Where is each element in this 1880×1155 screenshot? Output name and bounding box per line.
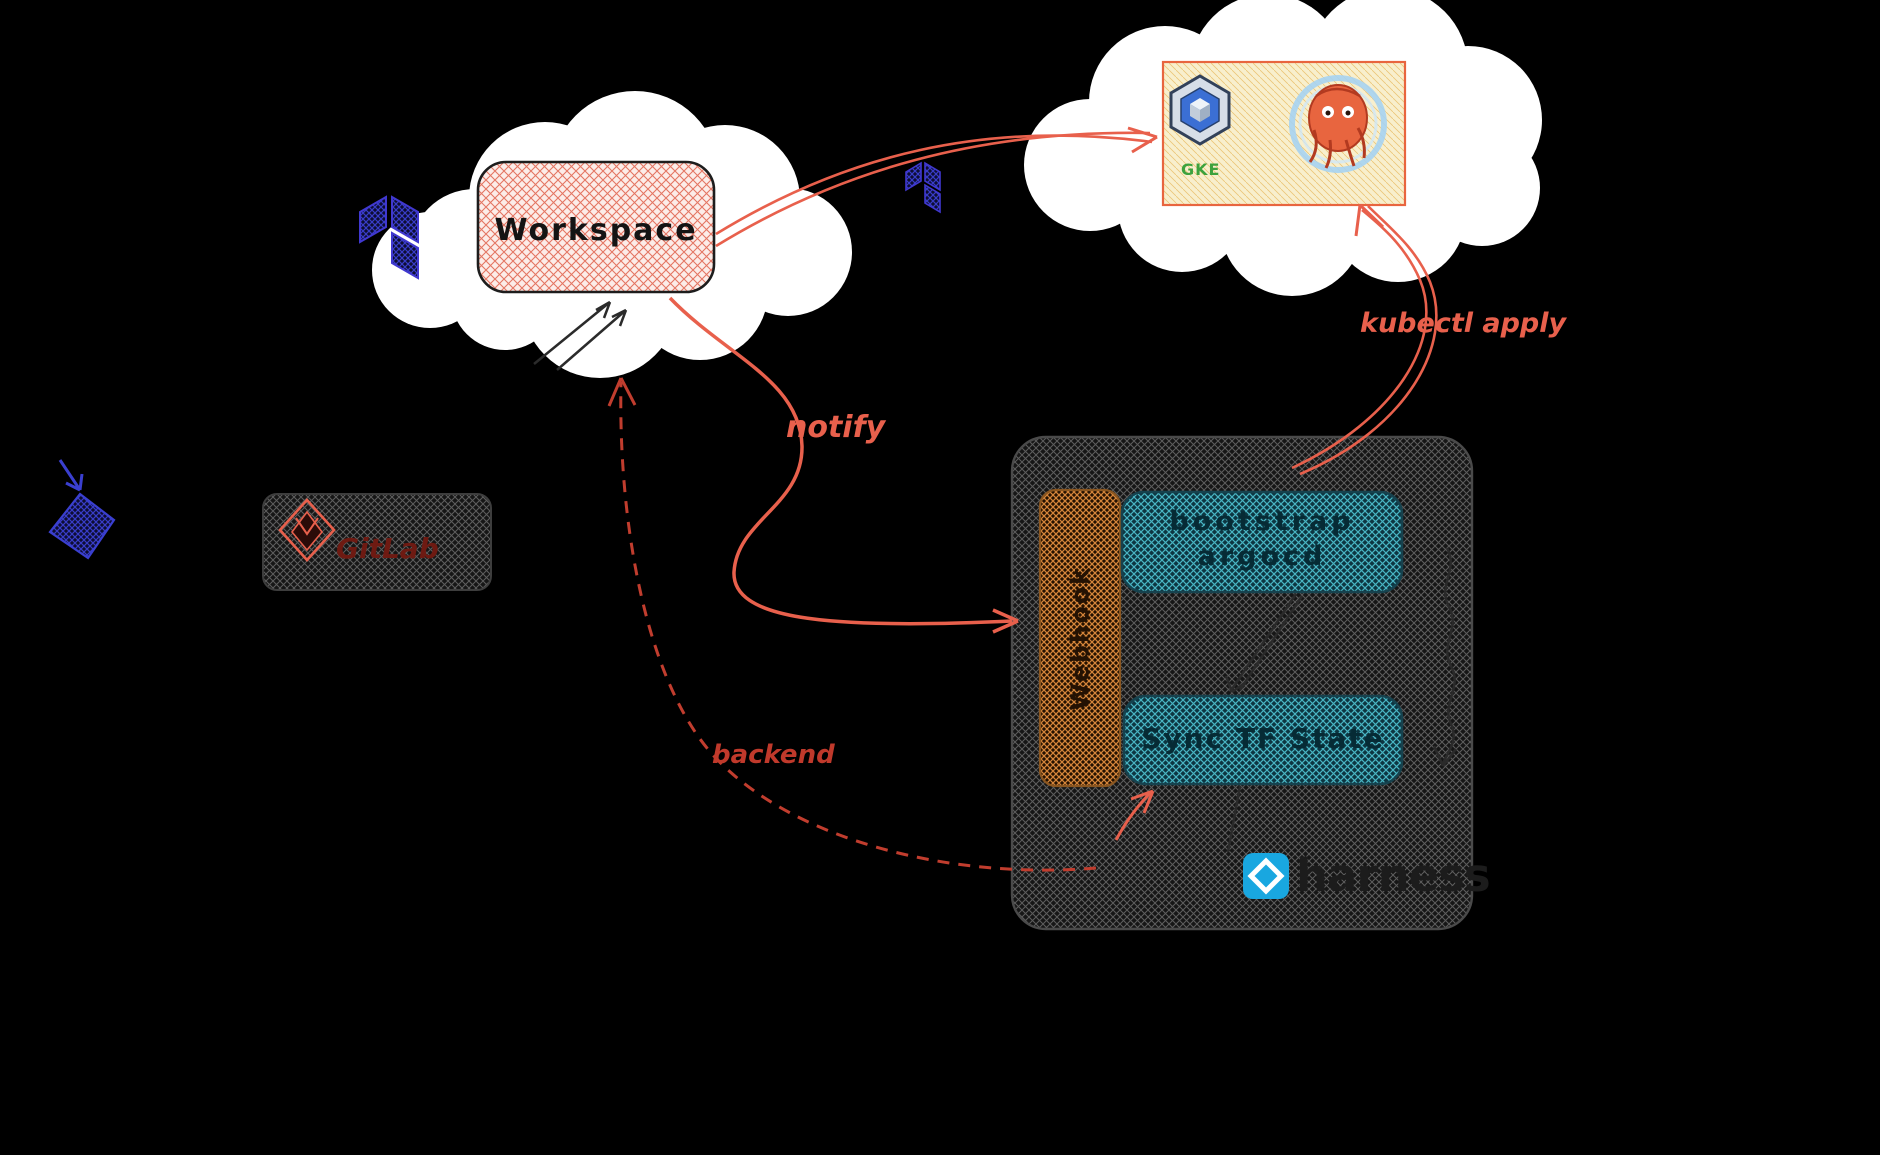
kubernetes-gke-icon [1169, 74, 1231, 146]
harness-icon [1243, 853, 1289, 899]
gitlab-label: GitLab [336, 532, 439, 565]
edge-backend-into-sync [1114, 789, 1155, 841]
webhook-node [1038, 488, 1122, 788]
argocd-icon [1289, 75, 1387, 173]
webhook-label: Webhook [1065, 565, 1095, 711]
webhook-label-wrap: Webhook [1040, 490, 1120, 786]
blue-sketch-arrow-icon [48, 459, 116, 560]
sync-tf-state-node [1122, 694, 1404, 786]
bootstrap-argocd-label: bootstrap argocd [1122, 504, 1402, 574]
edge-notify [668, 296, 1019, 634]
gitlab-icon [278, 498, 336, 562]
workspace-node [476, 160, 716, 294]
terraform-icon [359, 195, 419, 280]
notify-edge-label: notify [786, 410, 886, 445]
bootstrap-line1: bootstrap [1169, 506, 1355, 537]
backend-edge-label: backend [712, 740, 835, 770]
gitlab-repo-box [262, 493, 492, 591]
harness-label: harness [1296, 849, 1491, 902]
step-connector-lines [1224, 547, 1457, 853]
bootstrap-argocd-node [1120, 490, 1404, 594]
edge-backend [607, 377, 1097, 872]
edge-workspace-to-gke [715, 126, 1158, 248]
gke-cluster-box [1161, 60, 1407, 207]
kubectl-apply-edge-label: kubectl apply [1360, 308, 1567, 339]
harness-pipeline-box [1010, 435, 1474, 931]
sync-tf-state-label: Sync TF State [1141, 722, 1385, 755]
terraform-icon-small [905, 161, 941, 214]
sketch-arrows-under-cloud [533, 300, 628, 371]
edge-kubectl-apply [1291, 203, 1438, 476]
workspace-label: Workspace [494, 213, 698, 248]
bootstrap-line2: argocd [1197, 541, 1327, 573]
gke-label: GKE [1181, 160, 1221, 179]
